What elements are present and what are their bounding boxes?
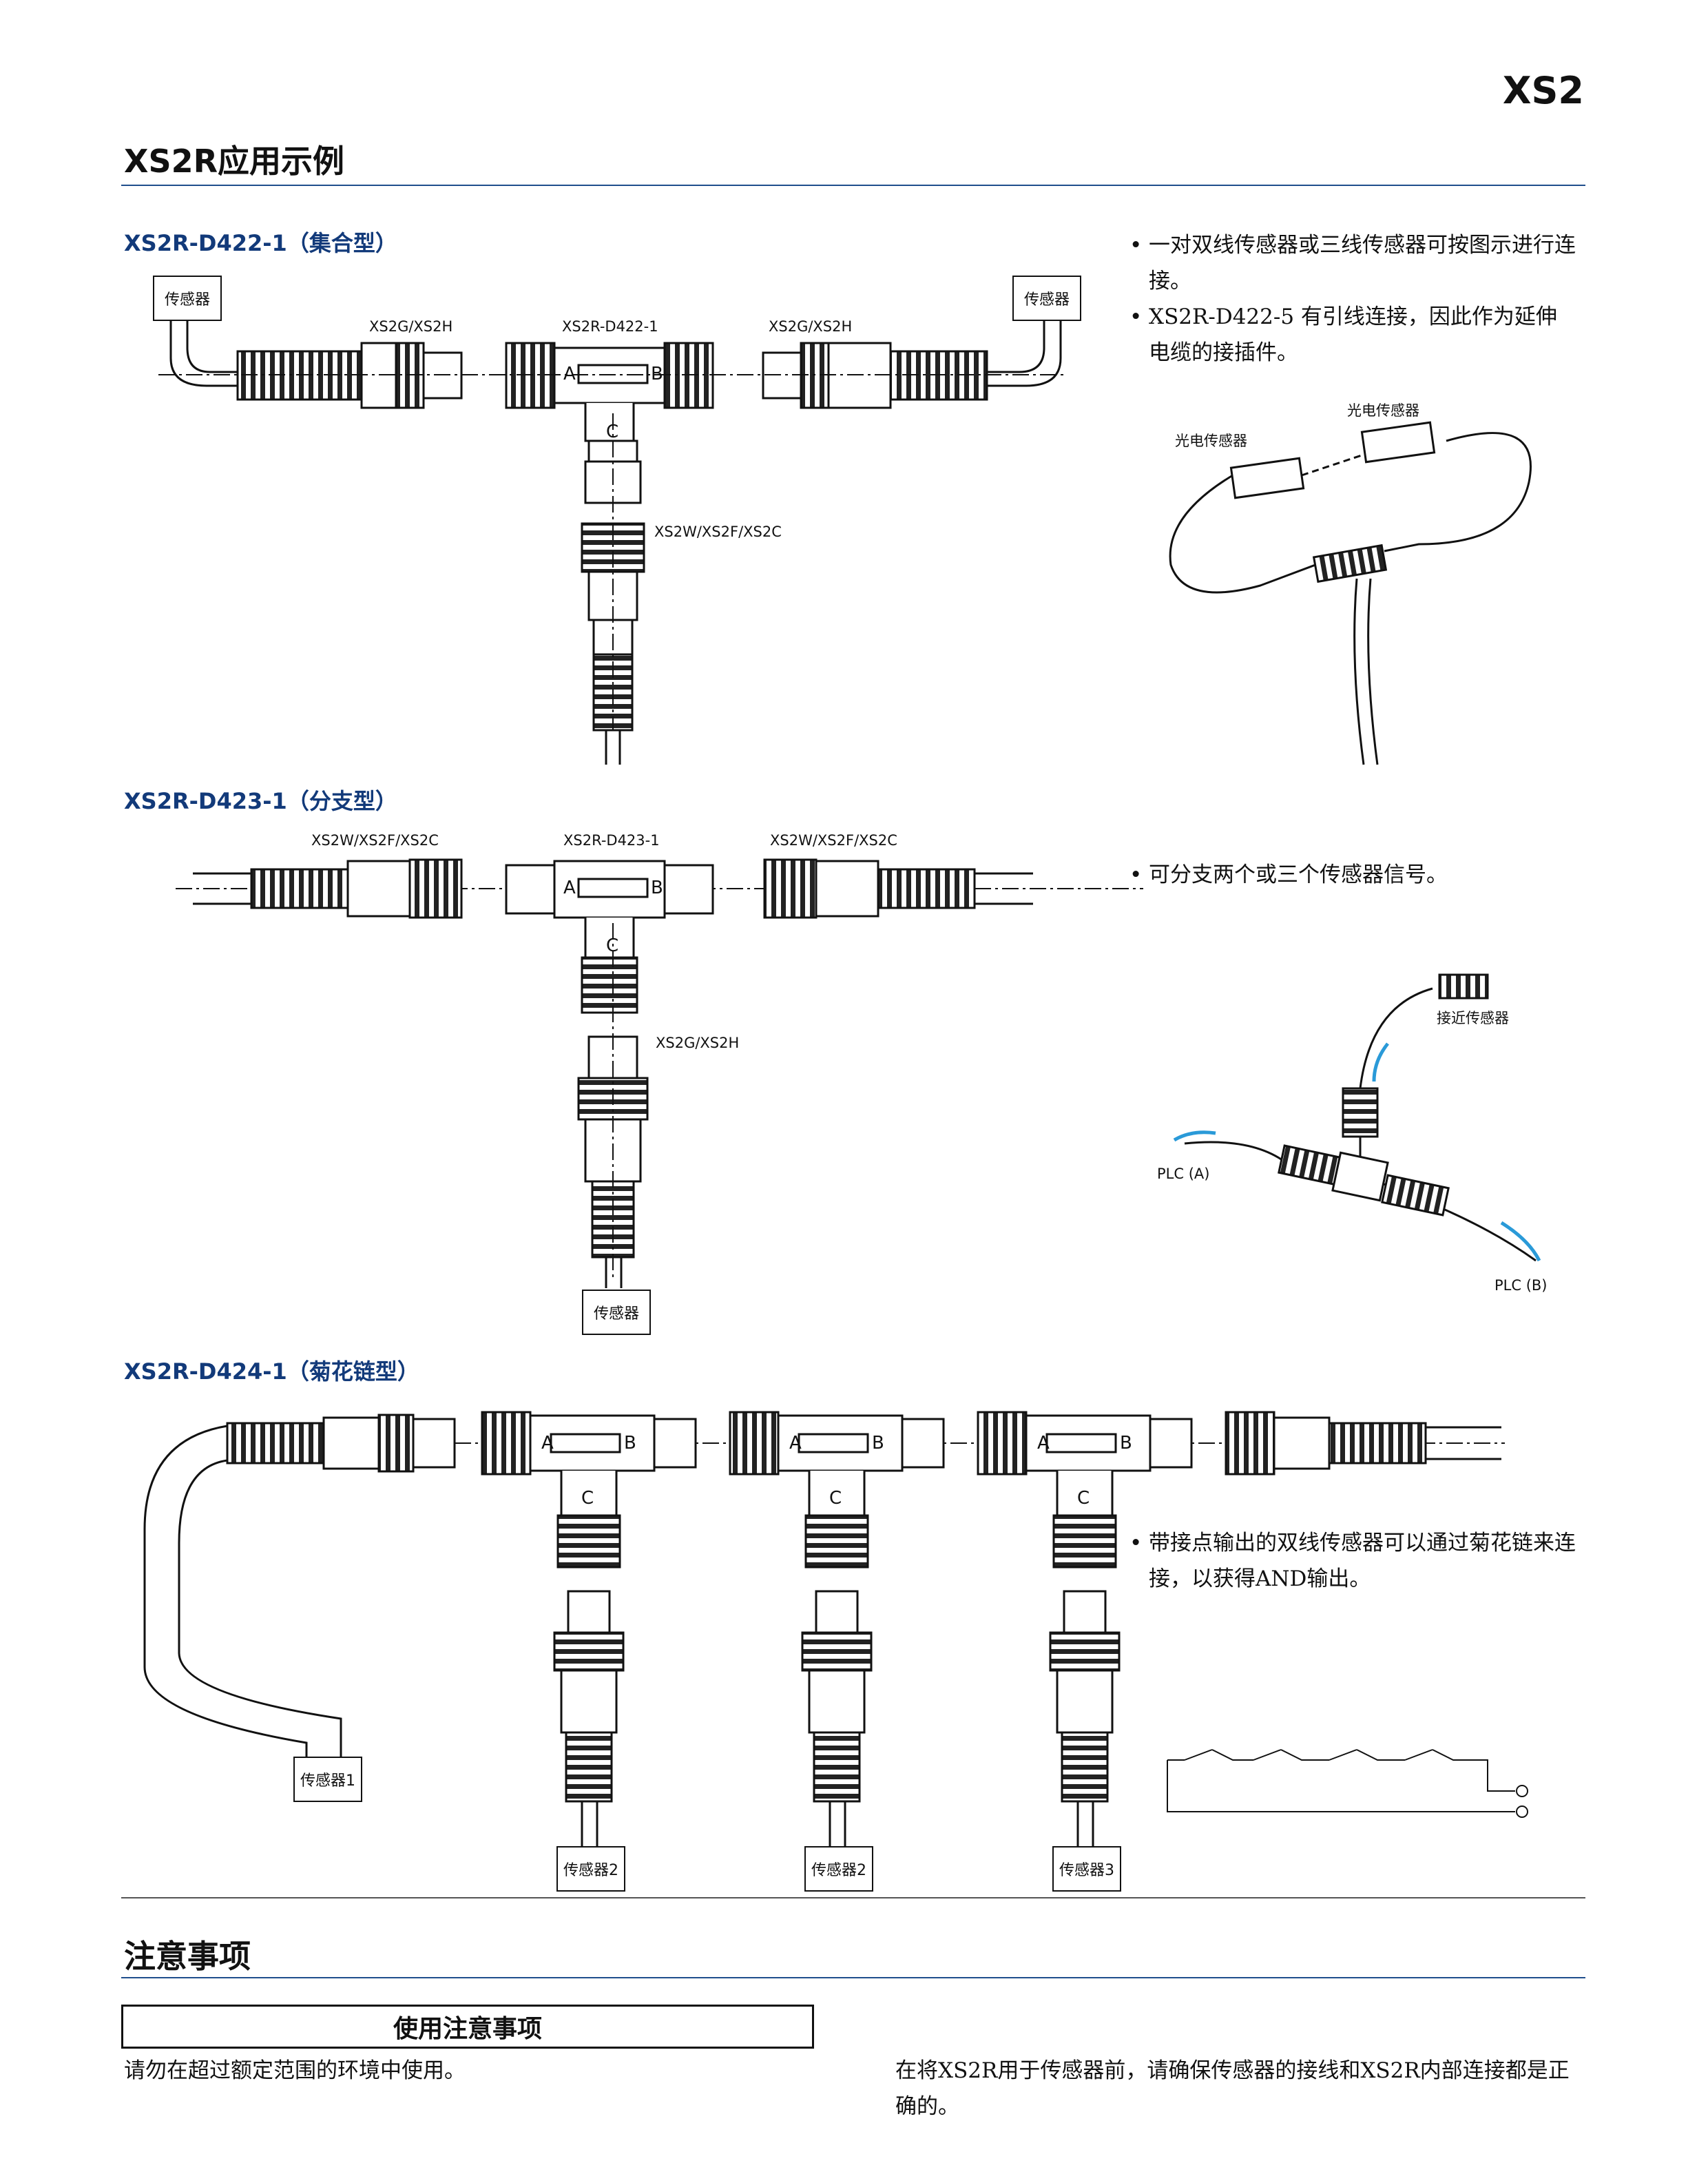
photo-label-plc-a: PLC (A): [1157, 1166, 1210, 1182]
section-rule-notes: [121, 1977, 1585, 1978]
label-bottom-d423: XS2G/XS2H: [656, 1035, 740, 1051]
photo-label-sensor-2: 光电传感器: [1175, 433, 1247, 449]
section-title-notes: 注意事项: [124, 1938, 251, 1975]
photo-label-proximity: 接近传感器: [1437, 1010, 1509, 1026]
port-a-label-d423: A: [563, 878, 576, 898]
port-a-tee1: A: [541, 1433, 554, 1453]
label-right-connector: XS2G/XS2H: [769, 318, 853, 335]
label-center-tee: XS2R-D422-1: [562, 318, 658, 335]
label-left-cable-conn: XS2W/XS2F/XS2C: [311, 832, 439, 849]
d422-bullets: 一对双线传感器或三线传感器可按图示进行连接。 XS2R-D422-5 有引线连接…: [1129, 227, 1577, 371]
d423-bullet: 可分支两个或三个传感器信号。: [1129, 857, 1577, 893]
port-a-tee3: A: [1037, 1433, 1050, 1453]
precautions-box-title: 使用注意事项: [121, 2005, 814, 2049]
port-b-tee3: B: [1120, 1433, 1132, 1453]
d424-bullets: 带接点输出的双线传感器可以通过菊花链来连接，以获得AND输出。: [1129, 1525, 1584, 1597]
label-right-cable-conn: XS2W/XS2F/XS2C: [770, 832, 897, 849]
port-b-label: B: [651, 364, 663, 384]
title-d423: XS2R-D423-1（分支型）: [124, 788, 397, 814]
sensor-box-left: 传感器: [153, 276, 222, 321]
precaution-right-text: 在将XS2R用于传感器前，请确保传感器的接线和XS2R内部连接都是正确的。: [895, 2058, 1570, 2119]
port-c-tee1: C: [581, 1488, 594, 1509]
sensor-box-3: 传感器3: [1052, 1846, 1121, 1892]
port-c-tee2: C: [829, 1488, 842, 1509]
section-title-examples: XS2R应用示例: [124, 143, 345, 180]
sensor-box-d423: 传感器: [582, 1290, 651, 1335]
section-rule-examples: [121, 185, 1585, 186]
port-c-tee3: C: [1077, 1488, 1090, 1509]
port-a-label: A: [563, 364, 576, 384]
sensor-box-2b: 传感器2: [804, 1846, 873, 1892]
title-d422: XS2R-D422-1（集合型）: [124, 230, 397, 256]
sensor-box-right: 传感器: [1012, 276, 1081, 321]
d423-bullets: 可分支两个或三个传感器信号。: [1129, 857, 1577, 893]
divider-before-notes: [121, 1897, 1585, 1898]
label-center-tee-d423: XS2R-D423-1: [563, 832, 660, 849]
d424-bullet: 带接点输出的双线传感器可以通过菊花链来连接，以获得AND输出。: [1129, 1525, 1584, 1597]
series-label: XS2: [1502, 69, 1584, 112]
precaution-left-text: 请勿在超过额定范围的环境中使用。: [124, 2058, 466, 2083]
port-b-tee1: B: [624, 1433, 636, 1453]
title-d424: XS2R-D424-1（菊花链型）: [124, 1358, 419, 1385]
port-a-tee2: A: [789, 1433, 802, 1453]
port-c-label-d423: C: [606, 935, 619, 956]
d422-bullet-1: 一对双线传感器或三线传感器可按图示进行连接。: [1129, 227, 1577, 299]
label-left-connector: XS2G/XS2H: [369, 318, 453, 335]
label-bottom-connector: XS2W/XS2F/XS2C: [654, 524, 782, 540]
photo-label-sensor-1: 光电传感器: [1347, 402, 1419, 419]
photo-label-plc-b: PLC (B): [1494, 1277, 1548, 1294]
port-b-label-d423: B: [651, 878, 663, 898]
port-c-label: C: [606, 422, 619, 442]
sensor-box-2a: 传感器2: [556, 1846, 625, 1892]
d422-bullet-2: XS2R-D422-5 有引线连接，因此作为延伸电缆的接插件。: [1129, 299, 1577, 371]
port-b-tee2: B: [872, 1433, 884, 1453]
sensor-box-1: 传感器1: [293, 1757, 362, 1802]
